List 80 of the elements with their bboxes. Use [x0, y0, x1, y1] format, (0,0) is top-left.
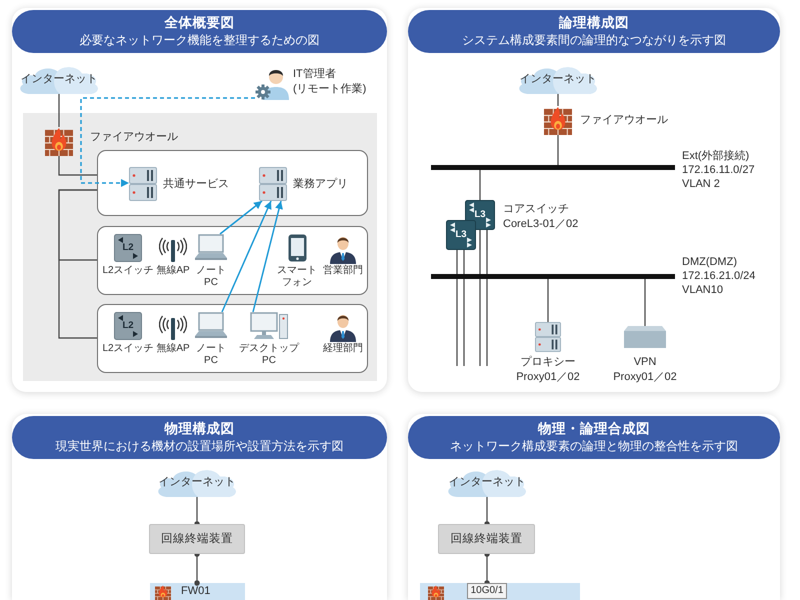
panel-subtitle: システム構成要素間の論理的なつながりを示す図 — [462, 33, 726, 48]
node-label: ファイアウオール — [90, 130, 178, 145]
panel-title: 全体概要図 — [164, 15, 234, 31]
network-label: Ext(外部接続) — [682, 149, 750, 163]
node-label: IT管理者 — [293, 67, 336, 82]
dashed-arrow — [80, 97, 255, 187]
connector-line — [484, 551, 490, 586]
connector-line — [58, 156, 97, 176]
switch-tag: L3 — [455, 229, 467, 241]
connector-line — [479, 250, 481, 366]
network-label: VLAN10 — [682, 283, 723, 297]
node-label: CoreL3-01／02 — [503, 217, 578, 232]
node-label: インターネット — [20, 72, 98, 86]
node-label: 共通サービス — [163, 177, 229, 192]
connector-line — [644, 279, 646, 326]
node-label: Proxy01／02 — [516, 370, 580, 385]
connector-line — [557, 94, 559, 106]
node-label: デスクトップPC — [238, 343, 300, 367]
equipment-box: 回線終端装置 — [438, 524, 535, 554]
arrow — [220, 200, 262, 235]
node-label: スマートフォン — [276, 265, 318, 289]
panel-card — [12, 8, 387, 392]
panel-card — [408, 414, 780, 600]
connector-line — [58, 94, 60, 127]
network-label: DMZ(DMZ) — [682, 255, 737, 269]
network-label: VLAN 2 — [682, 177, 720, 191]
node-label: Proxy01／02 — [613, 370, 677, 385]
connector-line — [456, 250, 458, 366]
panel-title: 物理構成図 — [164, 421, 234, 437]
network-bus-bar — [431, 165, 675, 170]
network-label: 172.16.11.0/27 — [682, 163, 755, 177]
device-group-box — [97, 226, 368, 295]
node-label: VPN — [634, 355, 656, 370]
node-label: 経理部門 — [323, 343, 363, 355]
node-label: ファイアウオール — [580, 113, 668, 128]
port-tag: 10G0/1 — [467, 583, 507, 599]
connector-line — [194, 497, 200, 527]
node-label: L2スイッチ — [102, 265, 154, 277]
connector-line — [557, 135, 559, 165]
panel-card — [408, 8, 780, 392]
panel-title: 論理構成図 — [559, 15, 629, 31]
device-band — [420, 583, 580, 600]
node-label: FW01 — [181, 584, 210, 599]
node-label: コアスイッチ — [503, 202, 569, 217]
switch-tag: L2 — [122, 320, 134, 332]
node-label: 業務アプリ — [293, 177, 348, 192]
arrow — [252, 200, 283, 312]
arrow — [221, 200, 272, 312]
node-label: L2スイッチ — [102, 343, 154, 355]
node-label: ノートPC — [195, 343, 227, 367]
connector-line — [463, 250, 465, 366]
node-label: ノートPC — [195, 265, 227, 289]
node-label: 無線AP — [156, 265, 190, 277]
network-zone — [23, 113, 377, 381]
node-label: インターネット — [448, 474, 526, 490]
device-group-box — [97, 150, 368, 216]
switch-tag: L3 — [474, 209, 486, 221]
panel-subtitle: 必要なネットワーク機能を整理するための図 — [80, 33, 320, 48]
node-label: インターネット — [158, 474, 236, 490]
connector-line — [547, 279, 549, 322]
network-bus-bar — [431, 274, 675, 279]
node-label: (リモート作業) — [293, 82, 366, 97]
panel-subtitle: ネットワーク構成要素の論理と物理の整合性を示す図 — [450, 439, 738, 454]
node-label: 営業部門 — [323, 265, 363, 277]
connector-line — [194, 551, 200, 586]
connector-line — [486, 250, 488, 366]
network-label: 172.16.21.0/24 — [682, 269, 756, 283]
connector-line — [58, 189, 97, 339]
panel-title: 物理・論理合成図 — [538, 421, 650, 437]
node-label: インターネット — [520, 72, 596, 86]
device-band — [150, 583, 245, 600]
panel-subtitle: 現実世界における機材の設置場所や設置方法を示す図 — [56, 439, 344, 454]
panel-card — [12, 414, 387, 600]
switch-tag: L2 — [122, 242, 134, 254]
connector-line — [479, 170, 481, 200]
node-label: 無線AP — [156, 343, 190, 355]
connector-line — [484, 497, 490, 527]
device-group-box — [97, 304, 368, 373]
equipment-box: 回線終端装置 — [149, 524, 245, 554]
node-label: プロキシー — [520, 355, 576, 370]
